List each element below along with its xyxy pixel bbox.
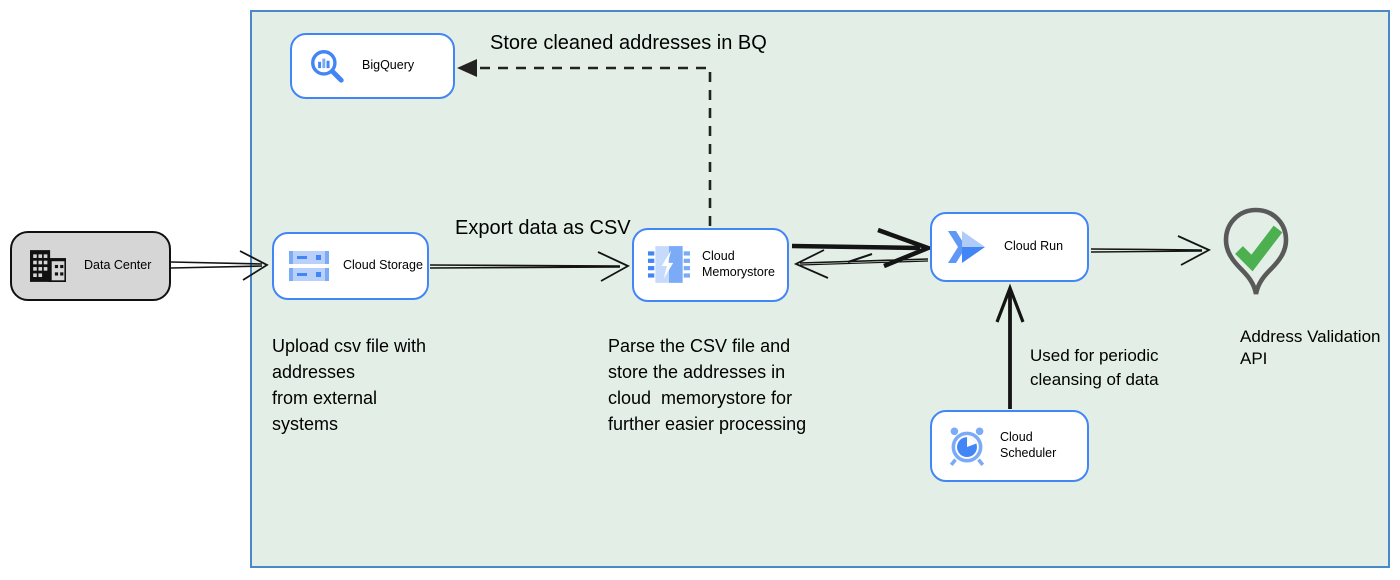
cloud-storage-icon [289,249,329,283]
edge-label-periodic-cleansing: Used for periodic cleansing of data [1030,346,1159,389]
node-cloud-storage: Cloud Storage [272,232,429,300]
node-cloud-scheduler: Cloud Scheduler [930,410,1089,482]
cloud-storage-label: Cloud Storage [343,258,423,273]
node-data-center: Data Center [10,231,171,301]
bigquery-label: BigQuery [362,58,415,73]
data-center-building-icon [30,250,66,282]
data-center-label: Data Center [84,258,152,273]
edge-label-export-data-csv: Export data as CSV [455,217,631,239]
system-boundary-box [250,10,1390,568]
bigquery-icon [308,47,346,85]
edge-label-store-cleaned-addresses: Store cleaned addresses in BQ [490,32,767,54]
node-cloud-run: Cloud Run [930,212,1089,282]
cloud-run-icon [948,230,988,264]
node-bigquery: BigQuery [290,33,455,99]
node-cloud-memorystore: Cloud Memorystore [632,228,789,302]
annotation-upload-csv: Upload csv file with addresses from exte… [272,336,427,434]
cloud-memorystore-label: Cloud Memorystore [702,249,775,279]
annotation-parse-csv: Parse the CSV file and store the address… [608,336,807,434]
address-validation-pin-icon [1220,206,1292,320]
cloud-memorystore-icon [648,244,690,286]
cloud-scheduler-icon [946,425,988,467]
cloud-run-label: Cloud Run [1004,239,1064,254]
cloud-scheduler-label: Cloud Scheduler [1000,430,1057,460]
address-validation-api-label: Address Validation API [1240,327,1381,368]
